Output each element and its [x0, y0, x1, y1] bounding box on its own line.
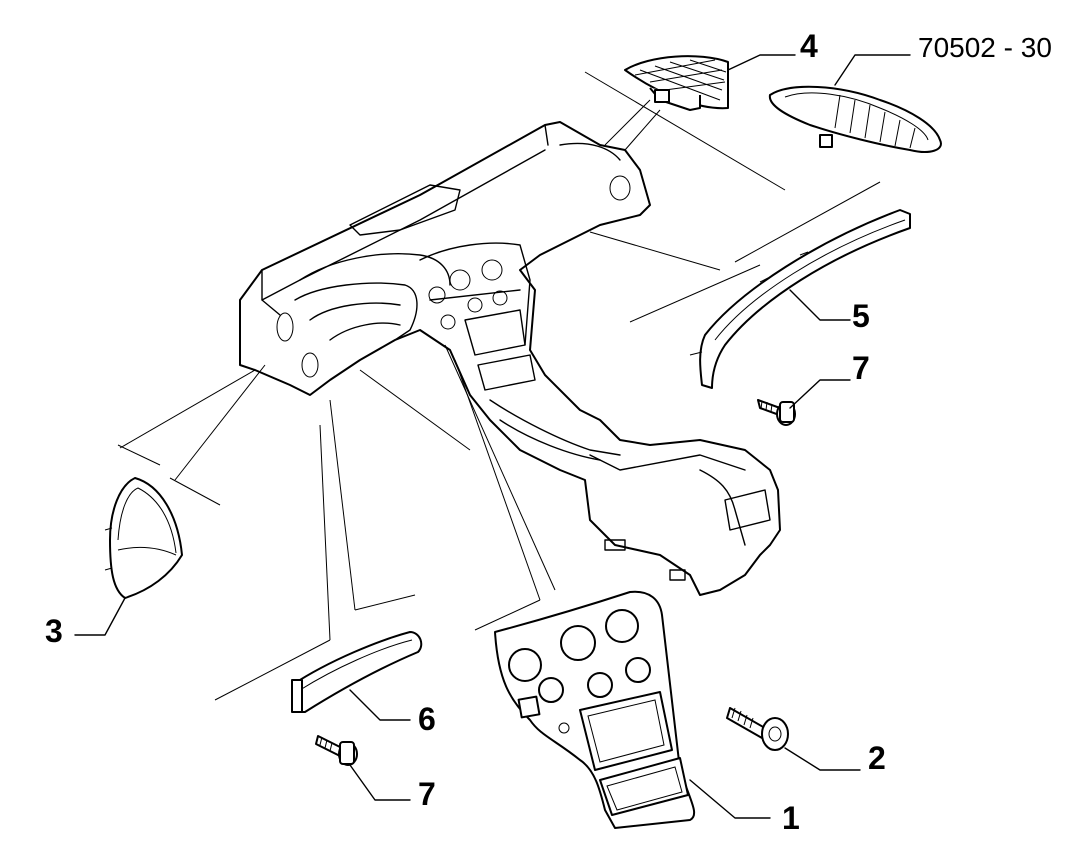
reference-vent-drawing: [768, 85, 942, 153]
part-1-panel-drawing: [494, 590, 696, 829]
part-2-label: 2: [868, 740, 886, 776]
leader-lines: [117, 71, 881, 701]
part-6-trim-drawing: [291, 631, 423, 713]
part-7b-screw-drawing: [315, 735, 358, 766]
part-3-cover-drawing: [104, 477, 183, 599]
part-3-label: 3: [45, 613, 63, 649]
dashboard-assembly: [239, 121, 781, 596]
part-7b-label: 7: [418, 776, 436, 812]
reference-code: 70502 - 30: [918, 32, 1052, 63]
part-7a-label: 7: [852, 350, 870, 386]
part-4-grille-drawing: [624, 55, 729, 111]
part-6-label: 6: [418, 701, 436, 737]
part-7a-screw-drawing: [757, 399, 796, 426]
part-2-screw-drawing: [726, 707, 789, 751]
part-4-label: 4: [800, 28, 818, 64]
callout-leaders: [74, 54, 911, 819]
part-5-trim-drawing: [689, 209, 911, 389]
part-1-label: 1: [782, 800, 800, 836]
part-5-label: 5: [852, 298, 870, 334]
